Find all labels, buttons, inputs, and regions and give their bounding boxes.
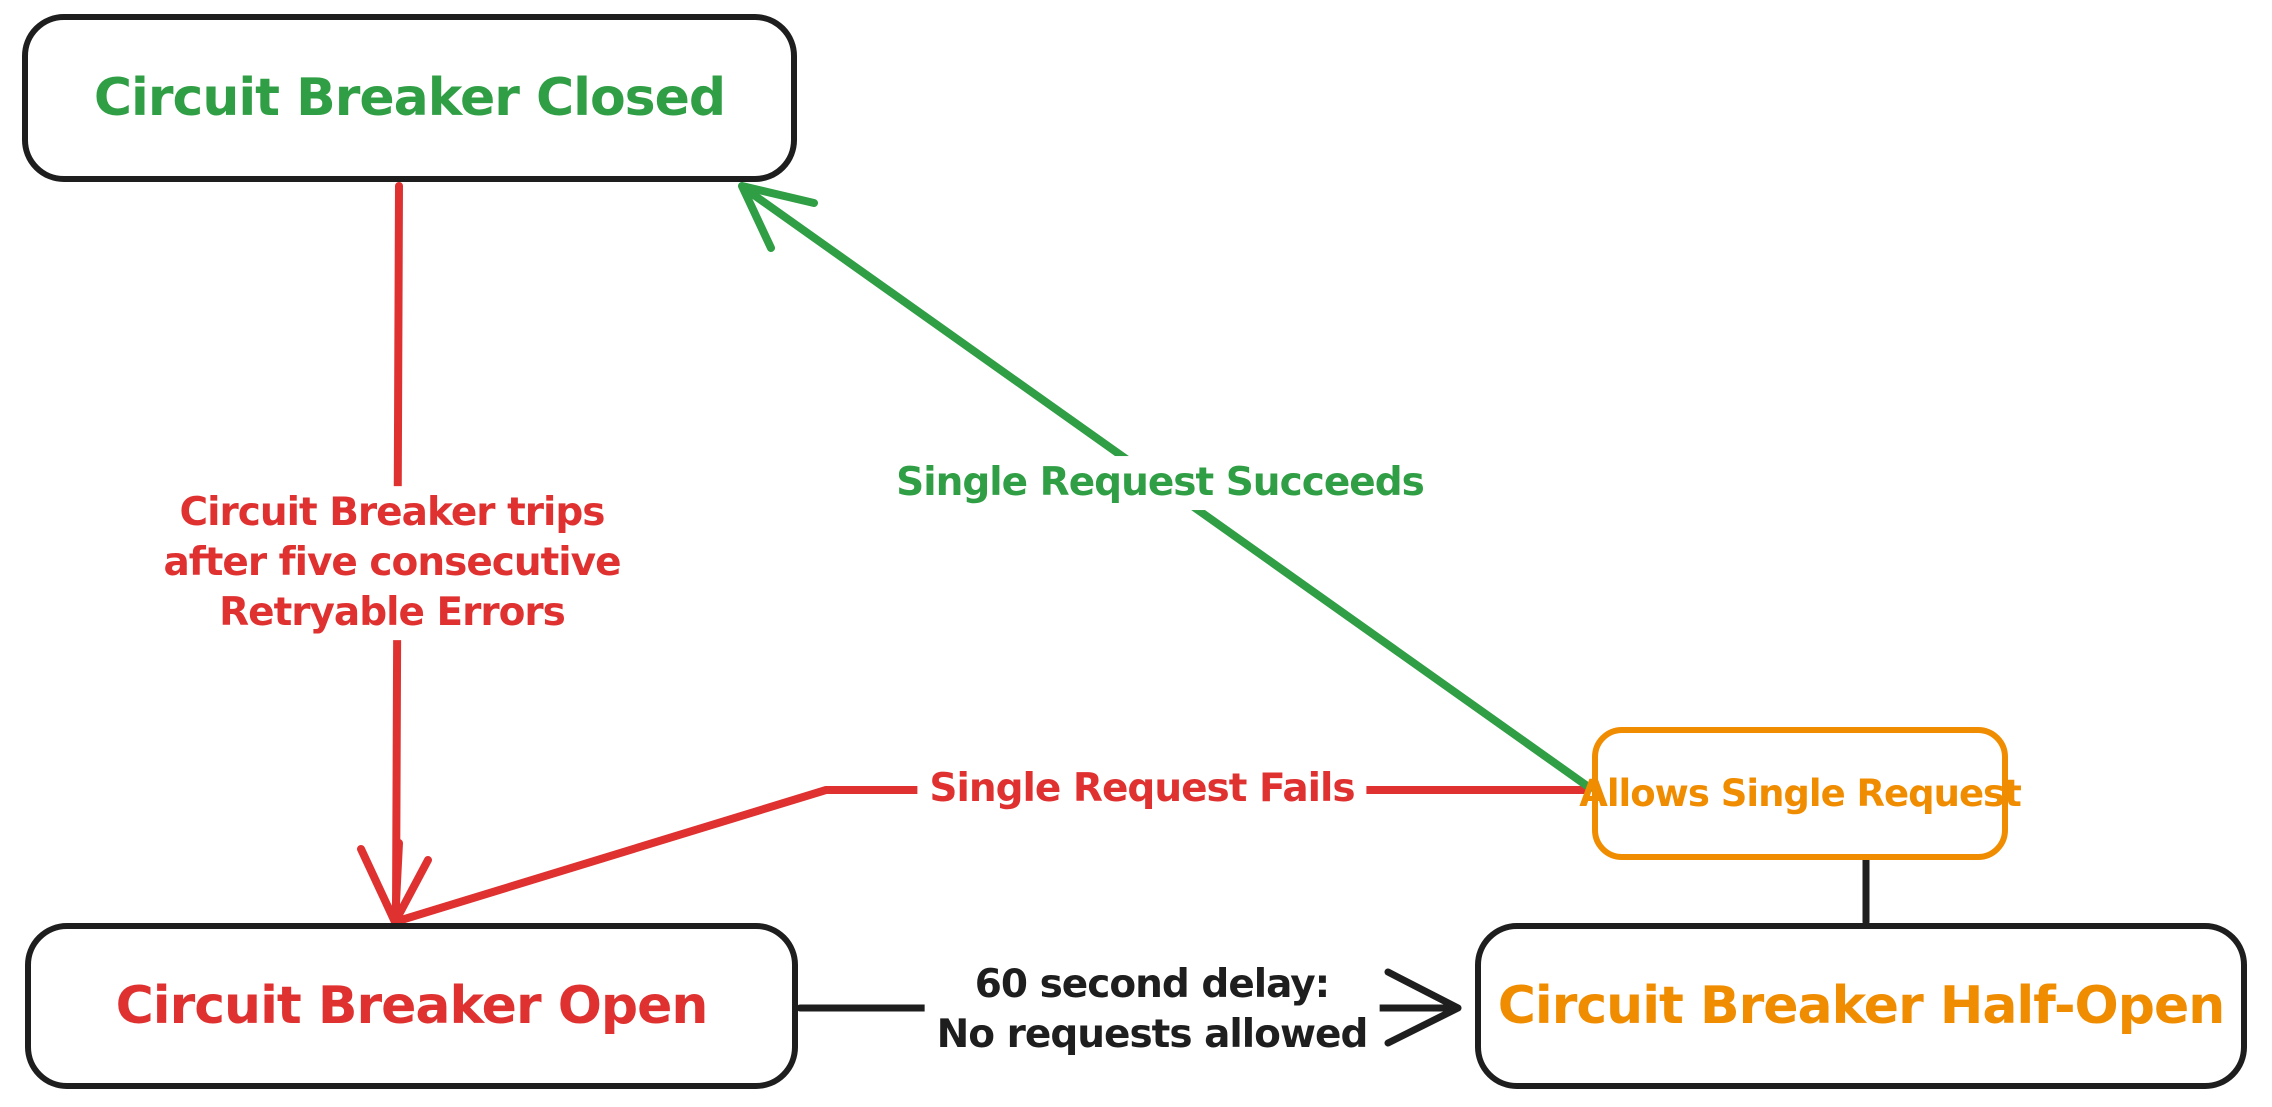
state-closed-label: Circuit Breaker Closed [93,68,726,128]
delay-edge-label: 60 second delay: No requests allowed [924,958,1380,1062]
state-open-box: Circuit Breaker Open [25,923,798,1089]
delay-edge-label-line1: 60 second delay: [974,962,1331,1008]
state-closed-box: Circuit Breaker Closed [22,14,797,182]
trips-edge-label-line1: Circuit Breaker trips [179,490,606,536]
trips-edge-label-line3: Retryable Errors [219,589,566,635]
succeeds-arrow-head [738,182,818,252]
delay-arrow-head [1384,968,1462,1047]
state-half-open-box: Circuit Breaker Half-Open [1475,923,2247,1089]
allows-single-request-box: Allows Single Request [1579,727,2022,860]
trips-edge-label-line2: after five consecutive [163,540,621,586]
succeeds-edge-label: Single Request Succeeds [884,456,1436,510]
delay-edge-label-line2: No requests allowed [936,1012,1369,1057]
trips-arrow-head [357,839,432,926]
state-half-open-label: Circuit Breaker Half-Open [1497,976,2226,1036]
allows-single-request-label: Allows Single Request [1579,772,2022,815]
trips-edge-label: Circuit Breaker trips after five consecu… [151,486,633,640]
state-open-label: Circuit Breaker Open [115,976,709,1036]
fails-edge-label: Single Request Fails [917,762,1367,816]
